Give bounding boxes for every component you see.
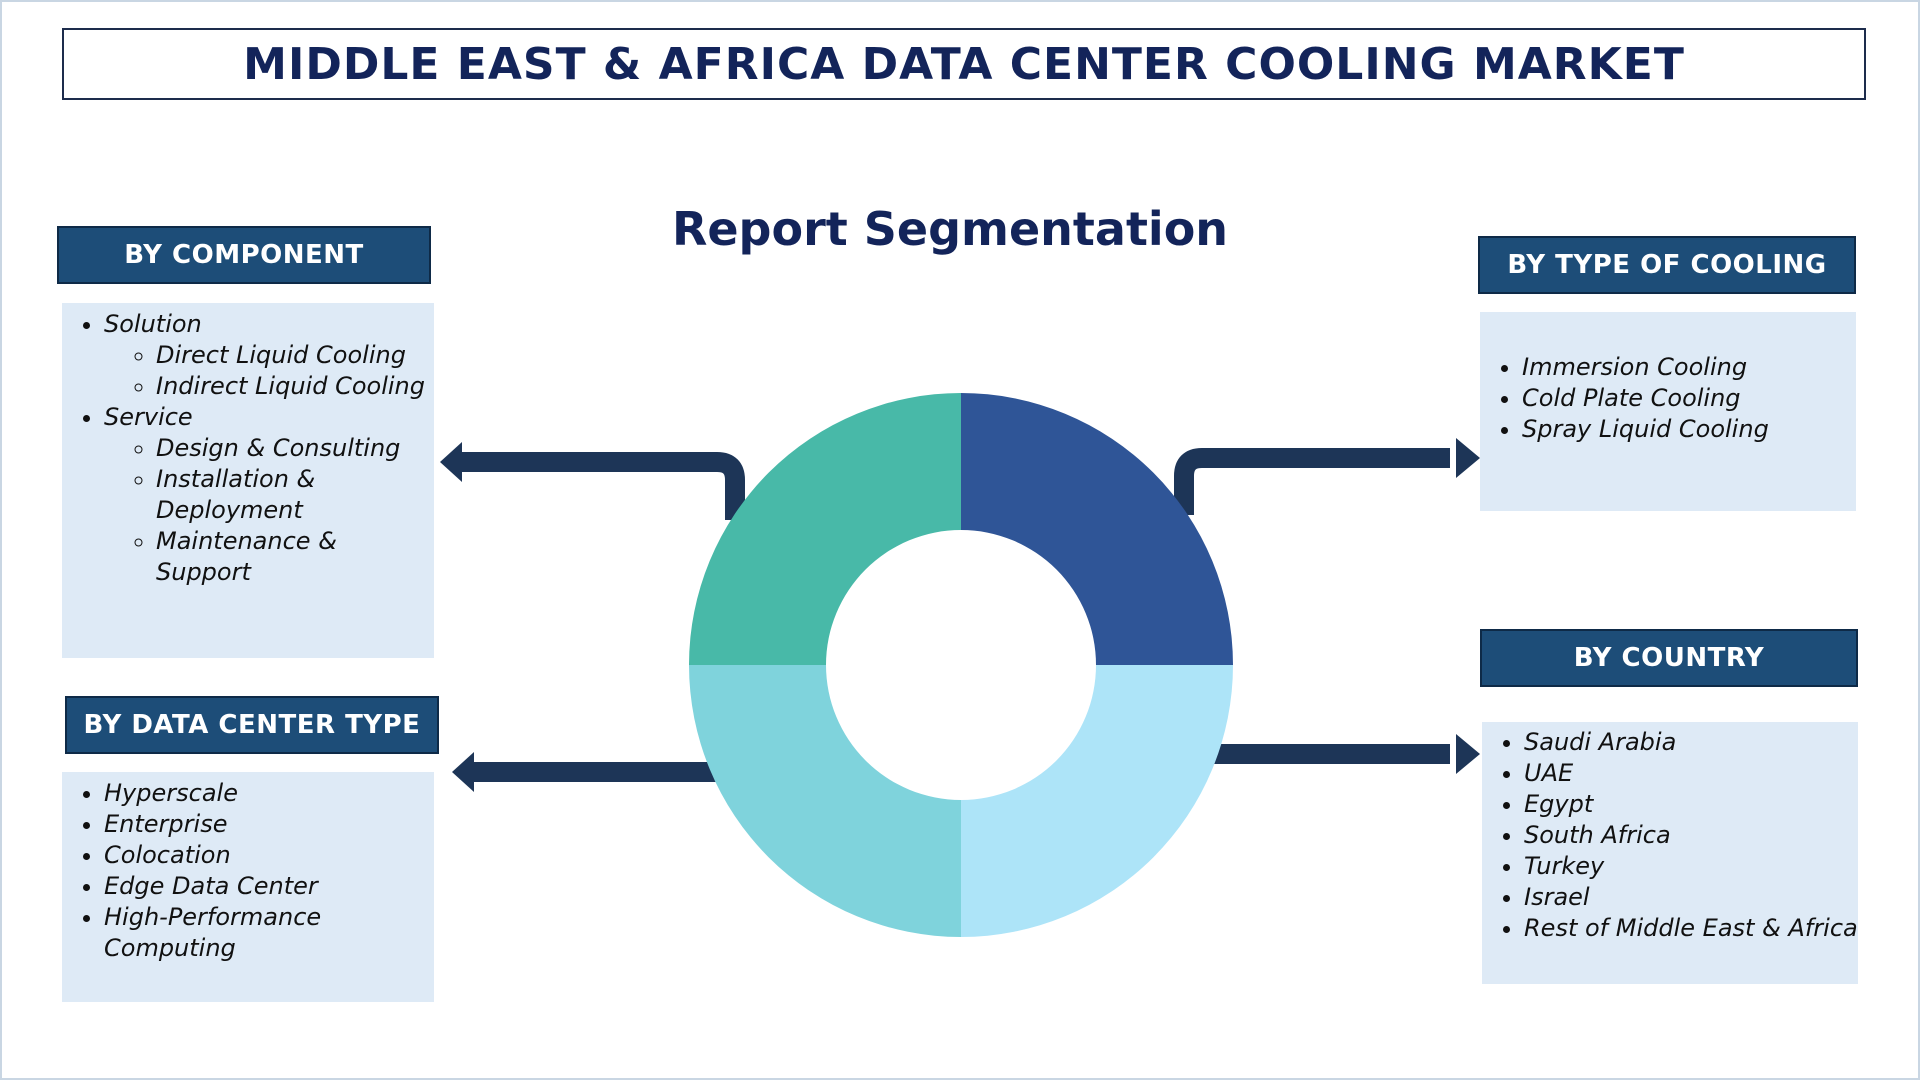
component-panel: Solution Direct Liquid Cooling Indirect … — [62, 303, 434, 658]
list-item: Israel — [1524, 882, 1858, 913]
list-subitem: Indirect Liquid Cooling — [156, 371, 434, 402]
country-list: Saudi Arabia UAE Egypt South Africa Turk… — [1482, 727, 1858, 944]
diagram-subtitle: Report Segmentation — [671, 202, 1229, 256]
list-item: Service Design & Consulting Installation… — [104, 402, 434, 588]
country-panel: Saudi Arabia UAE Egypt South Africa Turk… — [1482, 722, 1858, 984]
list-item: Spray Liquid Cooling — [1522, 414, 1856, 445]
list-item: Hyperscale — [104, 778, 434, 809]
list-item: Egypt — [1524, 789, 1858, 820]
cooling-type-panel: Immersion Cooling Cold Plate Cooling Spr… — [1480, 312, 1856, 511]
list-item: UAE — [1524, 758, 1858, 789]
title-box: MIDDLE EAST & AFRICA DATA CENTER COOLING… — [62, 28, 1866, 100]
list-item: Edge Data Center — [104, 871, 434, 902]
list-item: Turkey — [1524, 851, 1858, 882]
list-item: Colocation — [104, 840, 434, 871]
list-subitem: Maintenance & Support — [156, 526, 434, 588]
cooling-type-list: Immersion Cooling Cold Plate Cooling Spr… — [1480, 352, 1856, 445]
list-item: Solution Direct Liquid Cooling Indirect … — [104, 309, 434, 402]
list-subitem: Direct Liquid Cooling — [156, 340, 434, 371]
component-list: Solution Direct Liquid Cooling Indirect … — [62, 309, 434, 588]
list-item: Rest of Middle East & Africa — [1524, 913, 1858, 944]
page-title: MIDDLE EAST & AFRICA DATA CENTER COOLING… — [243, 38, 1685, 90]
list-item: South Africa — [1524, 820, 1858, 851]
cooling-type-header: BY TYPE OF COOLING — [1478, 236, 1856, 294]
component-header: BY COMPONENT — [57, 226, 431, 284]
list-item: High-Performance Computing — [104, 902, 434, 964]
datacenter-type-list: Hyperscale Enterprise Colocation Edge Da… — [62, 778, 434, 964]
datacenter-type-header: BY DATA CENTER TYPE — [65, 696, 439, 754]
list-item: Cold Plate Cooling — [1522, 383, 1856, 414]
list-item: Enterprise — [104, 809, 434, 840]
list-item: Immersion Cooling — [1522, 352, 1856, 383]
list-subitem: Installation & Deployment — [156, 464, 434, 526]
datacenter-type-panel: Hyperscale Enterprise Colocation Edge Da… — [62, 772, 434, 1002]
list-subitem: Design & Consulting — [156, 433, 434, 464]
list-item: Saudi Arabia — [1524, 727, 1858, 758]
country-header: BY COUNTRY — [1480, 629, 1858, 687]
